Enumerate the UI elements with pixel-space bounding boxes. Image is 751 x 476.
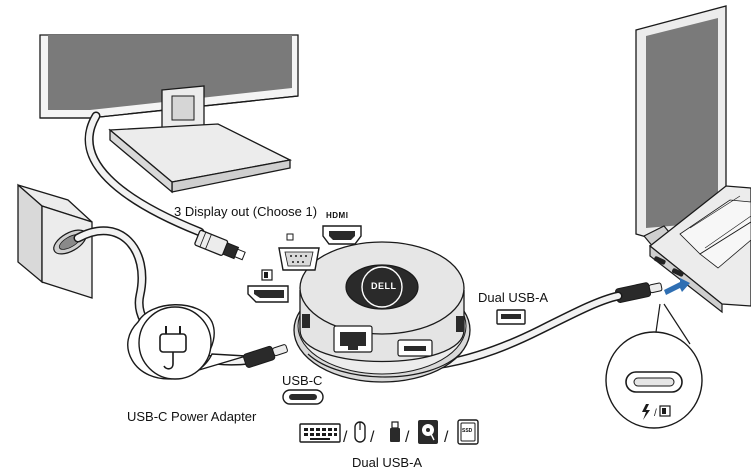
- separator-1: /: [343, 429, 348, 446]
- hdmi-port-icon: [322, 225, 362, 245]
- displayport-alt-mode-icon: [659, 405, 671, 417]
- mouse-icon: [354, 421, 366, 443]
- ssd-label: SSD: [462, 428, 473, 434]
- separator-3: /: [405, 429, 410, 446]
- hard-drive-icon: [418, 420, 438, 444]
- ethernet-port-icon: [333, 325, 373, 353]
- usb-a-hub-port-icon: [397, 339, 433, 357]
- power-adapter-icon: [17, 183, 93, 299]
- thunderbolt-icon: [642, 404, 650, 420]
- power-plug-icon: [127, 304, 247, 380]
- monitor-icon: [39, 34, 299, 194]
- laptop-icon: [635, 5, 751, 314]
- power-adapter-label: USB-C Power Adapter: [127, 409, 257, 424]
- dual-usb-a-bottom-label: Dual USB-A: [352, 455, 423, 470]
- usb-drive-icon: [390, 421, 400, 442]
- svg-text:/: /: [654, 408, 657, 419]
- usb-a-port-icon: [496, 309, 526, 325]
- display-out-label: 3 Display out (Choose 1): [174, 204, 318, 219]
- usb-c-label: USB-C: [282, 373, 323, 388]
- hub-brand-logo: DELL: [371, 281, 397, 291]
- dell-mobile-adapter-hub: [293, 241, 471, 383]
- hdmi-label: HDMI: [326, 211, 349, 220]
- dual-usb-a-right-label: Dual USB-A: [478, 290, 549, 305]
- usb-c-port-zoom: /: [605, 303, 703, 429]
- separator-4: /: [444, 429, 449, 446]
- insert-arrow-icon: [664, 278, 690, 295]
- ssd-icon: [457, 419, 479, 445]
- keyboard-icon: [299, 423, 341, 443]
- usb-c-laptop-plug-icon: [615, 282, 663, 303]
- hdmi-plug-icon: [194, 229, 246, 261]
- vga-port-icon: [278, 233, 320, 271]
- displayport-icon: [247, 269, 289, 303]
- usb-c-power-plug-icon: [242, 344, 288, 368]
- usb-c-port-icon: [282, 389, 324, 405]
- separator-2: /: [370, 429, 375, 446]
